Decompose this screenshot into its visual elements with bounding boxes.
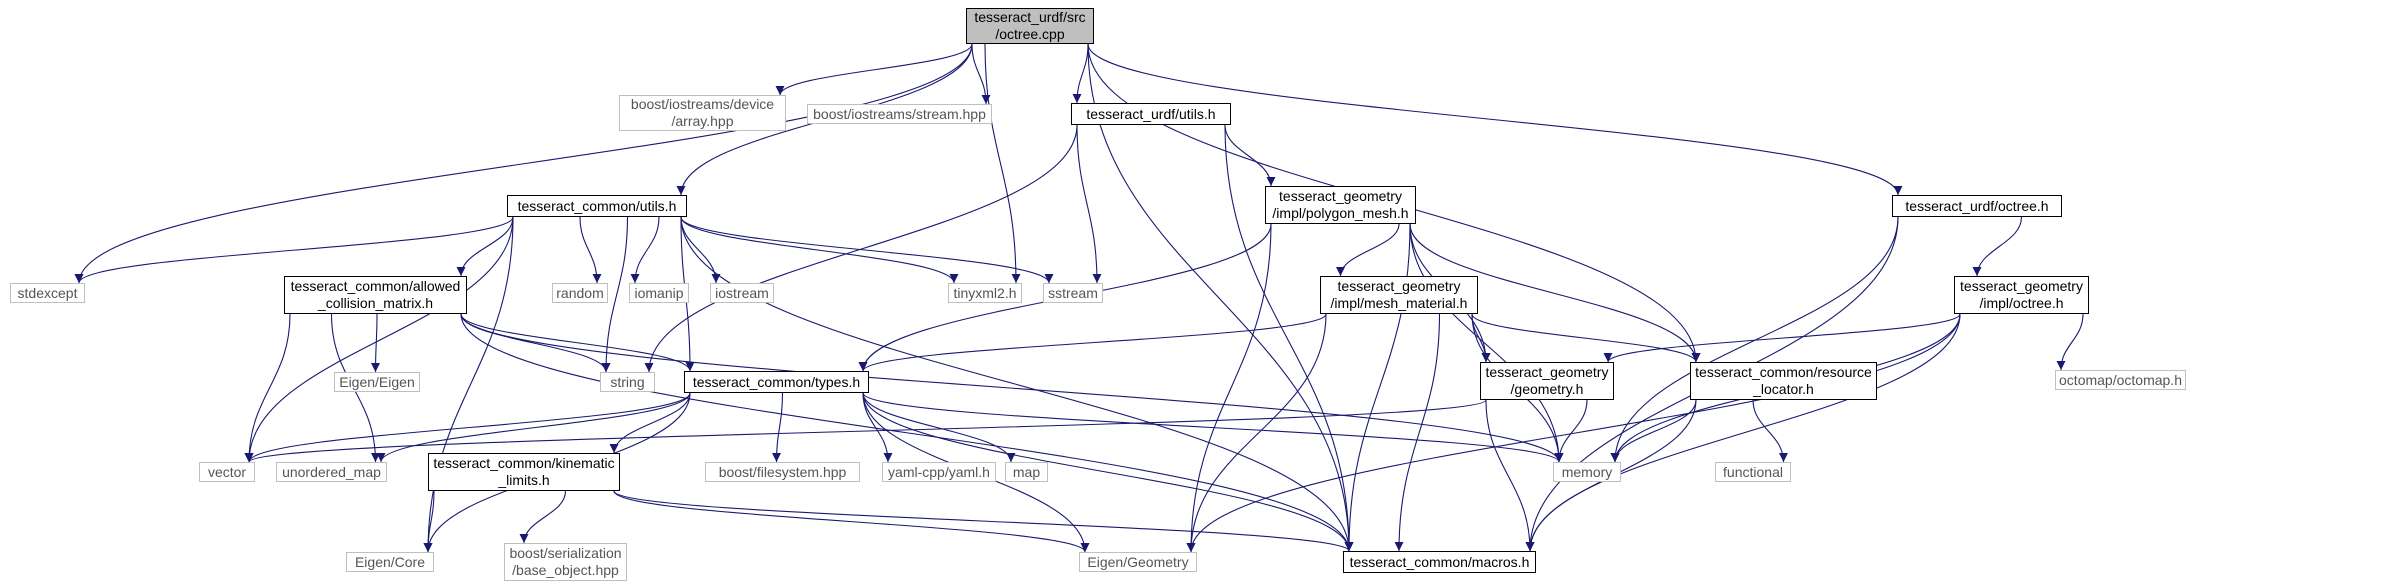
- edge-urdf_utils-to-sstream: [1076, 124, 1102, 284]
- edge-allowed_cm-to-types: [460, 313, 695, 372]
- edge-geometry_h-to-memory: [1554, 399, 1588, 463]
- edge-common_utils-to-random: [579, 216, 602, 284]
- node-boost-filesystem: boost/filesystem.hpp: [705, 462, 860, 482]
- node-eigen-eigen: Eigen/Eigen: [334, 372, 420, 392]
- edge-resource_locator-to-memory: [1610, 399, 1697, 463]
- node-memory: memory: [1553, 462, 1621, 482]
- edge-polygon_mesh-to-resource_locator: [1409, 223, 1701, 363]
- edge-geometry_h-to-macros: [1485, 399, 1535, 552]
- edge-types-to-map: [862, 392, 1016, 463]
- edge-common_utils-to-macros: [680, 216, 1354, 552]
- edge-octree_cpp-to-urdf_utils: [1072, 43, 1089, 104]
- edge-kinematic_limits-to-eigen_core: [423, 490, 435, 553]
- edge-octree_cpp-to-tinyxml2: [984, 43, 1021, 284]
- node-tesseract-urdf-octree[interactable]: tesseract_urdf/octree.h: [1892, 195, 2062, 217]
- node-map: map: [1005, 462, 1048, 482]
- node-eigen-core: Eigen/Core: [346, 552, 434, 572]
- edge-common_utils-to-iomanip: [630, 216, 660, 284]
- edge-impl_octree-to-octomap: [2056, 313, 2084, 371]
- edge-mesh_material-to-types: [858, 313, 1327, 372]
- edge-impl_octree-to-macros: [1525, 313, 1961, 552]
- edge-types-to-unordered_map: [376, 392, 691, 463]
- edge-allowed_cm-to-eigen_eigen: [371, 313, 381, 373]
- node-tesseract-common-resource-locator[interactable]: tesseract_common/resource _locator.h: [1690, 362, 1877, 400]
- edge-allowed_cm-to-vector: [244, 313, 291, 463]
- node-octomap: octomap/octomap.h: [2055, 370, 2186, 390]
- node-vector: vector: [199, 462, 255, 482]
- edge-types-to-memory: [862, 392, 1564, 463]
- edge-common_utils-to-tinyxml2: [680, 216, 959, 284]
- edge-common_utils-to-allowed_cm: [456, 216, 514, 277]
- edge-urdf_octree-to-impl_octree: [1972, 216, 2023, 277]
- edge-common_utils-to-eigen_core: [423, 216, 514, 553]
- edge-types-to-vector: [244, 392, 691, 463]
- edge-mesh_material-to-resource_locator: [1471, 313, 1701, 363]
- edge-common_utils-to-string: [601, 216, 629, 373]
- node-tinyxml2: tinyxml2.h: [948, 283, 1022, 303]
- edge-octree_cpp-to-stdexcept: [74, 43, 973, 284]
- edge-octree_cpp-to-stream_hpp: [971, 43, 991, 105]
- edge-polygon_mesh-to-macros: [1344, 223, 1411, 552]
- edge-allowed_cm-to-memory: [460, 313, 1564, 463]
- edge-resource_locator-to-functional: [1752, 399, 1788, 463]
- edge-urdf_utils-to-string: [644, 124, 1078, 373]
- edge-layer: [74, 43, 2084, 553]
- node-tesseract-common-types[interactable]: tesseract_common/types.h: [684, 371, 869, 393]
- edge-polygon_mesh-to-memory: [1409, 223, 1564, 463]
- node-iomanip: iomanip: [629, 283, 689, 303]
- node-string: string: [600, 372, 655, 392]
- edge-kinematic_limits-to-eigen_geometry: [613, 490, 1090, 553]
- node-unordered-map: unordered_map: [276, 462, 387, 482]
- node-tesseract-common-utils[interactable]: tesseract_common/utils.h: [507, 195, 687, 217]
- node-iostream: iostream: [710, 283, 774, 303]
- node-tesseract-urdf-utils[interactable]: tesseract_urdf/utils.h: [1071, 103, 1231, 125]
- edge-geometry_h-to-vector: [244, 399, 1487, 463]
- edge-common_utils-to-iostream: [680, 216, 721, 284]
- node-yaml-cpp: yaml-cpp/yaml.h: [882, 462, 996, 482]
- node-tesseract-geometry-geometry[interactable]: tesseract_geometry /geometry.h: [1480, 362, 1614, 400]
- edge-kinematic_limits-to-macros: [613, 490, 1354, 552]
- edge-polygon_mesh-to-mesh_material: [1336, 223, 1400, 277]
- edge-mesh_material-to-eigen_geometry: [1186, 313, 1327, 553]
- node-sstream: sstream: [1043, 283, 1103, 303]
- node-tesseract-geometry-mesh-material[interactable]: tesseract_geometry /impl/mesh_material.h: [1320, 276, 1478, 314]
- edge-common_utils-to-stdexcept: [74, 216, 514, 284]
- edge-mesh_material-to-macros: [1394, 313, 1441, 552]
- node-octree-cpp: tesseract_urdf/src /octree.cpp: [966, 8, 1094, 44]
- node-functional: functional: [1715, 462, 1791, 482]
- node-boost-iostreams-stream: boost/iostreams/stream.hpp: [807, 104, 992, 124]
- node-random: random: [552, 283, 608, 303]
- edge-urdf_octree-to-memory: [1610, 216, 1899, 463]
- node-boost-iostreams-device-array: boost/iostreams/device /array.hpp: [619, 95, 786, 131]
- edge-common_utils-to-vector: [244, 216, 514, 463]
- node-tesseract-common-kinematic-limits[interactable]: tesseract_common/kinematic _limits.h: [428, 453, 620, 491]
- edge-impl_octree-to-geometry_h: [1603, 313, 1961, 363]
- edge-types-to-macros: [862, 392, 1354, 552]
- edge-allowed_cm-to-macros: [460, 313, 1354, 552]
- edge-polygon_mesh-to-eigen_geometry: [1186, 223, 1272, 553]
- node-stdexcept: stdexcept: [10, 283, 85, 303]
- edge-urdf_utils-to-macros: [1224, 124, 1354, 552]
- edge-octree_cpp-to-device_array: [775, 43, 973, 96]
- node-tesseract-common-macros[interactable]: tesseract_common/macros.h: [1343, 551, 1536, 573]
- node-tesseract-geometry-impl-octree[interactable]: tesseract_geometry /impl/octree.h: [1954, 276, 2089, 314]
- edge-types-to-boost_fs: [772, 392, 784, 463]
- node-eigen-geometry: Eigen/Geometry: [1079, 552, 1197, 572]
- node-tesseract-geometry-polygon-mesh[interactable]: tesseract_geometry /impl/polygon_mesh.h: [1265, 186, 1416, 224]
- edge-kinematic_limits-to-boost_ser: [519, 490, 567, 544]
- edge-octree_cpp-to-urdf_octree: [1087, 43, 1903, 196]
- node-boost-serialization-base-object: boost/serialization /base_object.hpp: [504, 543, 627, 581]
- edge-octree_cpp-to-macros: [1087, 43, 1354, 552]
- edge-types-to-kinematic_limits: [609, 392, 691, 454]
- edge-common_utils-to-sstream: [680, 216, 1054, 284]
- edge-mesh_material-to-geometry_h: [1471, 313, 1491, 363]
- edge-impl_octree-to-eigen_geometry: [1186, 313, 1961, 553]
- edge-urdf_utils-to-polygon_mesh: [1224, 124, 1276, 187]
- node-tesseract-common-allowed-collision-matrix[interactable]: tesseract_common/allowed _collision_matr…: [284, 276, 467, 314]
